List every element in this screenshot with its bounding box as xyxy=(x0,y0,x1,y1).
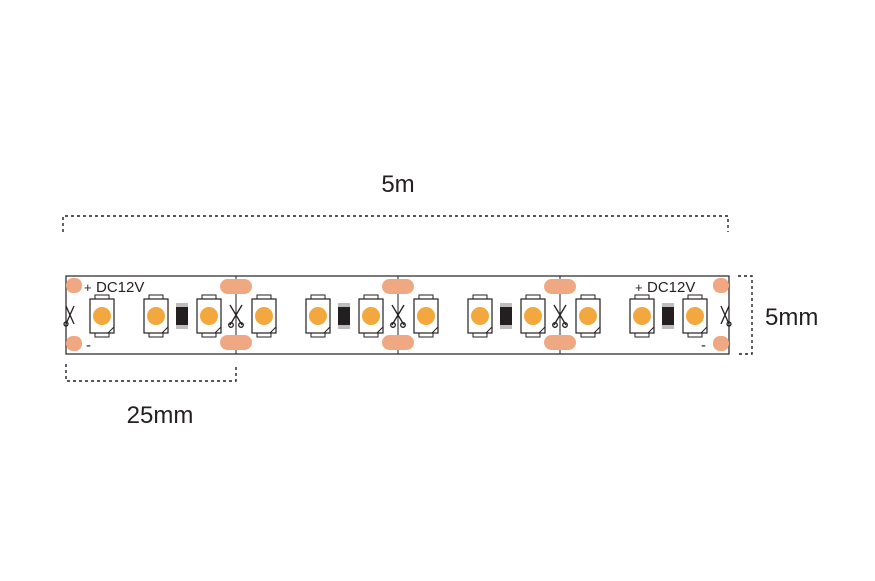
length-dimension-line xyxy=(62,215,729,232)
length-dimension-label: 5m xyxy=(381,171,414,198)
led-chip xyxy=(575,294,601,338)
led-chip xyxy=(520,294,546,338)
led-chip xyxy=(305,294,331,338)
resistor xyxy=(176,303,188,329)
led-chip xyxy=(251,294,277,338)
voltage-label-left: DC12V xyxy=(96,279,144,296)
led-chip xyxy=(358,294,384,338)
led-chip xyxy=(629,294,655,338)
led-chip xyxy=(413,294,439,338)
resistor xyxy=(338,303,350,329)
led-chips xyxy=(89,294,708,338)
cut-unit-dimension-label: 25mm xyxy=(127,402,194,429)
plus-sign-left: + xyxy=(84,280,92,295)
minus-sign-right: - xyxy=(701,337,706,354)
solder-pads xyxy=(66,278,729,351)
minus-sign-left: - xyxy=(86,337,91,354)
resistor xyxy=(662,303,674,329)
led-chip xyxy=(196,294,222,338)
width-dimension-line xyxy=(738,275,753,355)
led-chip xyxy=(143,294,169,338)
led-chip xyxy=(467,294,493,338)
led-chip xyxy=(89,294,115,338)
scissors-icon xyxy=(63,304,732,328)
led-chip xyxy=(682,294,708,338)
width-dimension-label: 5mm xyxy=(765,304,818,331)
resistor xyxy=(500,303,512,329)
resistors xyxy=(176,303,674,329)
plus-sign-right: + xyxy=(635,280,643,295)
cut-unit-dimension-line xyxy=(65,364,237,382)
voltage-label-right: DC12V xyxy=(647,279,695,296)
